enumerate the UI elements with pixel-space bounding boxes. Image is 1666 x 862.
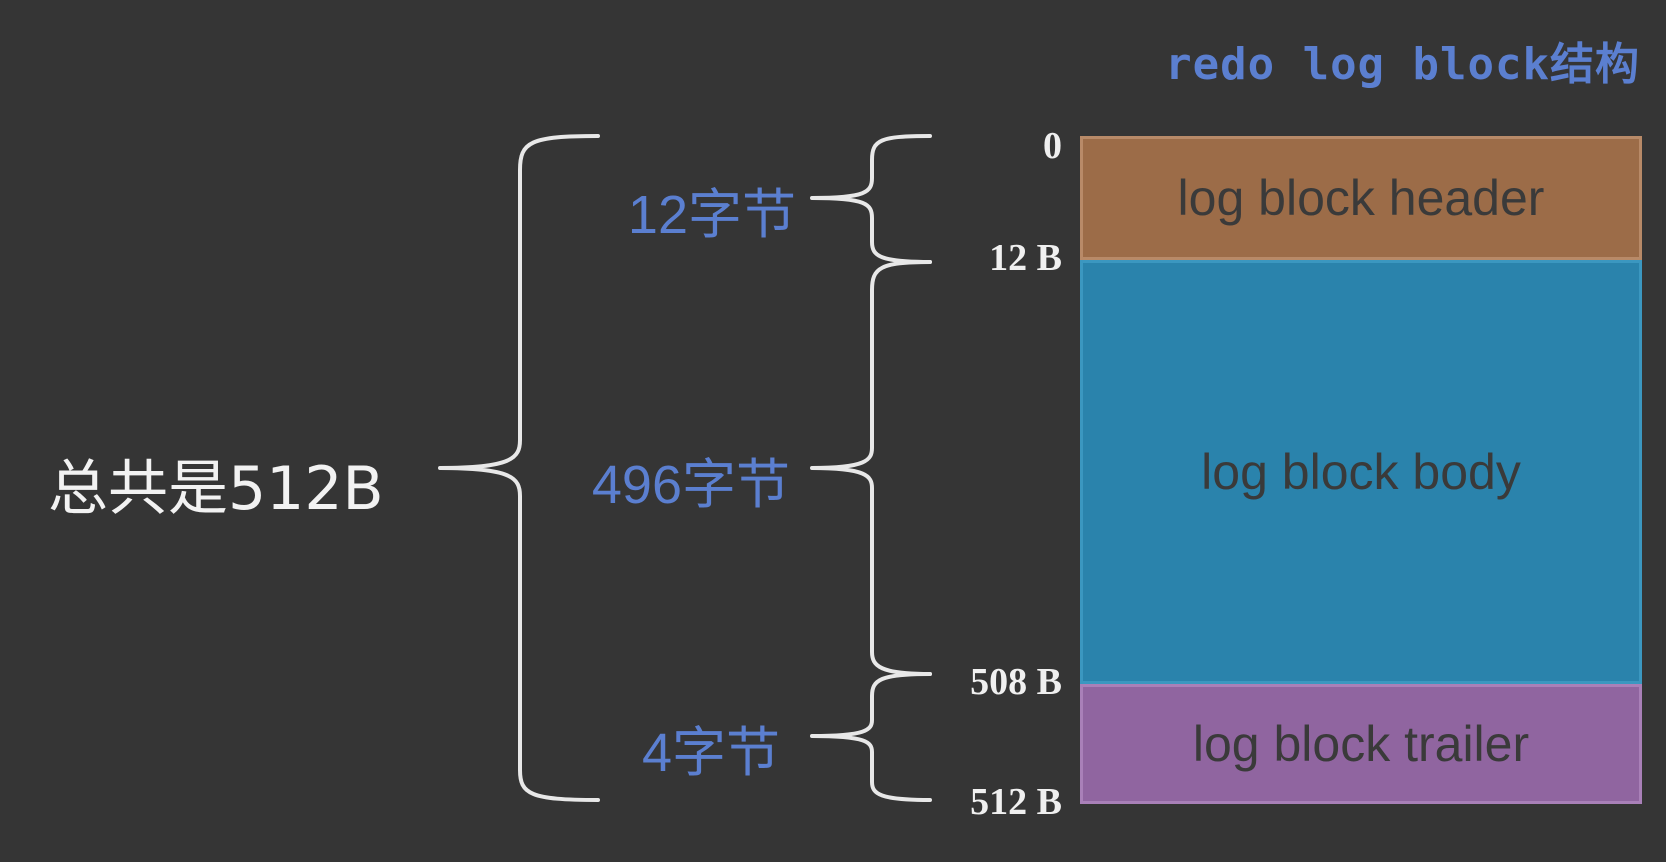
size-trailer: 4字节 bbox=[641, 723, 780, 783]
offset-start: 0 bbox=[1043, 125, 1062, 167]
brace-total bbox=[438, 134, 600, 802]
total-size-label: 总共是512B bbox=[48, 454, 384, 524]
log-block-header: log block header bbox=[1080, 136, 1642, 260]
offset-body-end: 508 B bbox=[970, 661, 1062, 703]
brace-body bbox=[810, 260, 932, 676]
log-block-header-label: log block header bbox=[1177, 170, 1545, 226]
offset-trailer-end: 512 B bbox=[970, 781, 1062, 823]
diagram-title: redo log block结构 bbox=[1165, 39, 1640, 90]
brace-trailer bbox=[810, 672, 932, 802]
log-block-trailer-label: log block trailer bbox=[1192, 716, 1530, 772]
offset-header-end: 12 B bbox=[989, 237, 1062, 279]
size-header: 12字节 bbox=[627, 185, 796, 245]
log-block-body: log block body bbox=[1080, 260, 1642, 684]
size-body: 496字节 bbox=[591, 455, 790, 515]
brace-header bbox=[810, 134, 932, 264]
log-block-trailer: log block trailer bbox=[1080, 684, 1642, 804]
log-block-body-label: log block body bbox=[1201, 444, 1521, 500]
